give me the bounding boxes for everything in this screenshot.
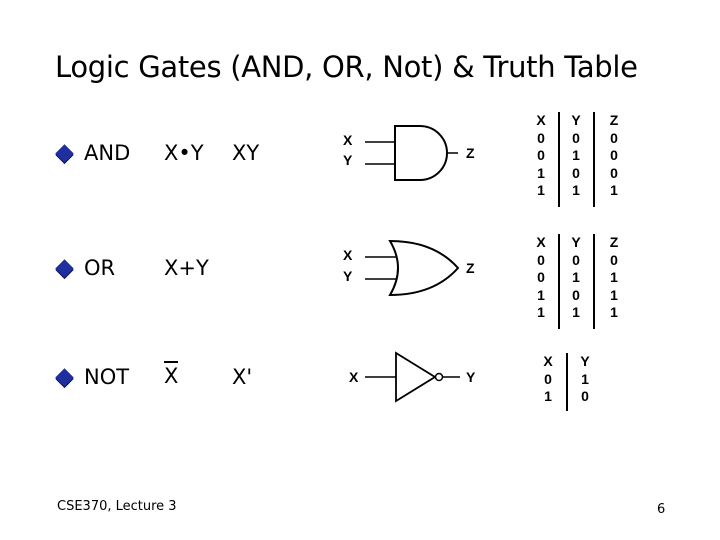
and-tt-col-y: Y 0 1 0 1: [571, 112, 581, 198]
expression-or: X+Y: [164, 256, 209, 280]
or-output-z-label: Z: [466, 260, 475, 276]
page-number: 6: [657, 502, 666, 517]
expression-and: X•Y: [164, 141, 204, 165]
gate-name-not: NOT: [84, 365, 130, 389]
diamond-bullet-icon: [55, 368, 74, 387]
not-tt-col-y: Y 1 0: [580, 353, 590, 404]
not-output-y-label-text: Y: [466, 369, 476, 385]
and-truth-table: X 0 0 1 1 Y 0 1 0 1 Z 0 0 0 1: [530, 112, 630, 208]
diamond-bullet-icon: [55, 259, 74, 278]
slide-title: Logic Gates (AND, OR, Not) & Truth Table: [55, 50, 638, 84]
and-input-y-label: Y: [343, 152, 353, 168]
not-tt-divider: [566, 353, 568, 411]
or-input-x-label: X: [343, 247, 353, 263]
and-output-z-label: Z: [466, 145, 475, 161]
footer-lecture: CSE370, Lecture 3: [57, 499, 177, 514]
not-tt-col-x: X 0 1: [543, 353, 553, 404]
gate-name-and: AND: [84, 141, 131, 165]
expression-not-alt: X': [232, 365, 253, 389]
expression-and-alt: XY: [232, 141, 260, 165]
or-tt-divider-1: [558, 234, 560, 329]
gate-name-or: OR: [84, 256, 116, 280]
or-input-y-label: Y: [343, 268, 353, 284]
not-gate-symbol: [365, 351, 460, 403]
and-tt-col-z: Z 0 0 0 1: [609, 112, 619, 198]
or-tt-col-x: X 0 0 1 1: [536, 234, 546, 320]
or-gate-symbol: [365, 239, 460, 297]
or-tt-col-y: Y 0 1 0 1: [571, 234, 581, 320]
expression-not: X: [164, 361, 179, 388]
diamond-bullet-icon: [55, 144, 74, 163]
and-tt-divider-1: [558, 112, 560, 207]
and-input-x-label: X: [343, 132, 353, 148]
or-tt-col-z: Z 0 1 1 1: [609, 234, 619, 320]
or-tt-divider-2: [593, 234, 595, 329]
and-tt-col-x: X 0 0 1 1: [536, 112, 546, 198]
and-gate-symbol: [365, 125, 458, 181]
not-input-x-label: X: [349, 369, 359, 385]
and-tt-divider-2: [593, 112, 595, 207]
not-truth-table: X 0 1 Y 1 0: [537, 353, 607, 413]
or-truth-table: X 0 0 1 1 Y 0 1 0 1 Z 0 1 1 1: [530, 234, 630, 330]
